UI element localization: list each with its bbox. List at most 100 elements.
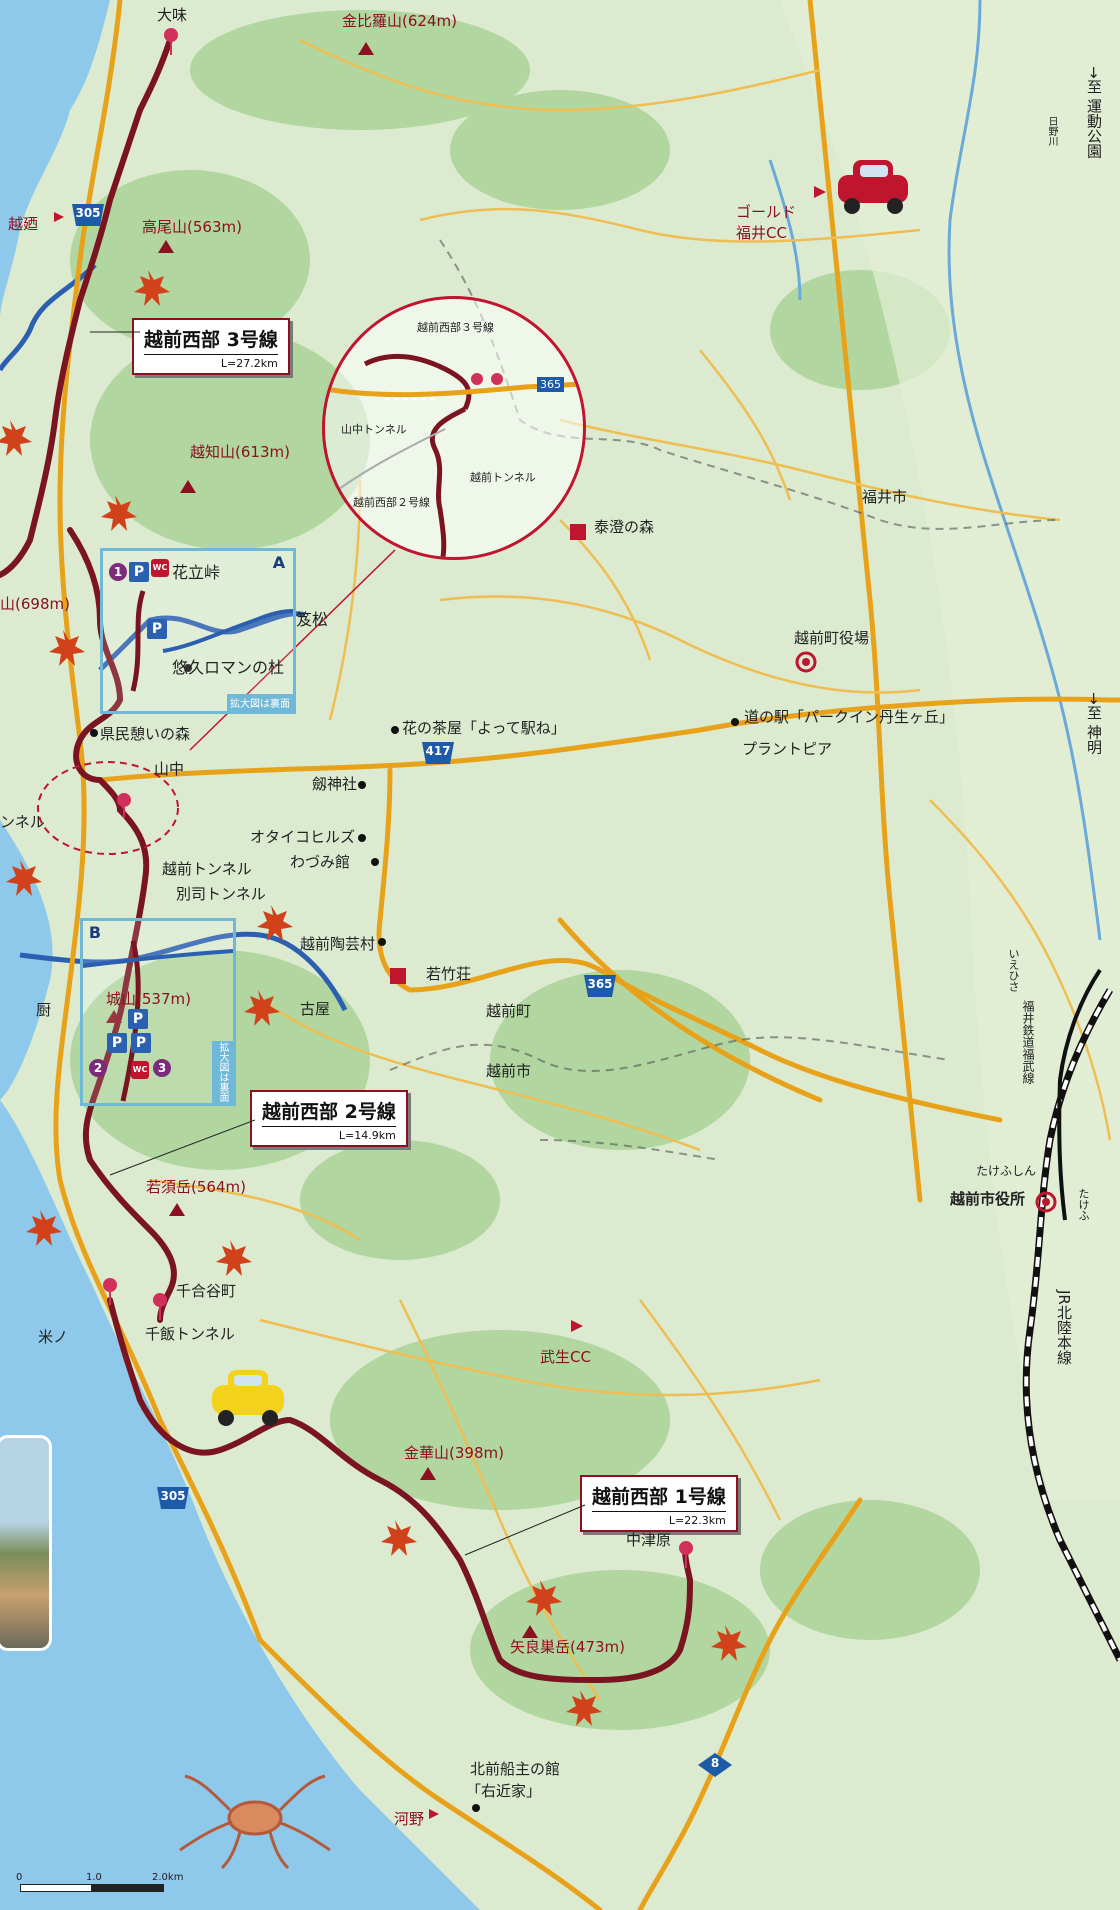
zoom-route-365: 365 bbox=[537, 377, 564, 392]
mountain-label: 越知山(613m) bbox=[190, 443, 290, 461]
place-label: 道の駅「パークイン丹生ヶ丘」 bbox=[744, 708, 955, 726]
scale-label-2: 2.0km bbox=[152, 1872, 184, 1883]
place-label: たけふ bbox=[1077, 1188, 1090, 1221]
inset-b-parking-2: P bbox=[107, 1033, 127, 1053]
place-label: 千飯トンネル bbox=[145, 1325, 235, 1343]
route-number: 365 bbox=[587, 977, 613, 991]
place-label: 福井鉄道福武線 bbox=[1021, 1000, 1035, 1084]
mountain-label: 金比羅山(624m) bbox=[342, 12, 457, 30]
route-365-shield: 365 bbox=[582, 973, 618, 999]
place-label: 北前船主の館 bbox=[470, 1760, 561, 1778]
route-8-shield: 8 bbox=[697, 1752, 733, 1778]
route-number: 417 bbox=[425, 744, 451, 758]
inset-a-roads bbox=[130, 590, 293, 692]
route-markers-pins bbox=[103, 28, 693, 1568]
place-label: 越前町 bbox=[486, 1002, 532, 1020]
mountain-label: 高尾山(563m) bbox=[142, 218, 242, 236]
route-305-shield-north: 305 bbox=[70, 202, 106, 228]
route-305-shield-south: 305 bbox=[155, 1485, 191, 1511]
place-label: 厨 bbox=[36, 1001, 52, 1019]
red-car-icon bbox=[838, 160, 908, 214]
yellow-car-icon bbox=[212, 1370, 284, 1426]
place-label: →至 神明 bbox=[1085, 692, 1103, 755]
place-label: 日野川 bbox=[1046, 116, 1057, 146]
route-2-length: L=14.9km bbox=[338, 1129, 396, 1142]
place-label: 福井市 bbox=[862, 488, 908, 506]
place-label: 武生CC bbox=[540, 1348, 591, 1366]
route-3-callout: 越前西部 3号線 L=27.2km bbox=[132, 318, 290, 375]
scale-label-1: 1.0 bbox=[86, 1872, 102, 1883]
place-label: ンネル bbox=[0, 813, 45, 831]
place-label: 米ノ bbox=[38, 1328, 69, 1346]
hot-spring-icon bbox=[390, 524, 586, 984]
zoom-label-yamanaka-tunnel: 山中トンネル bbox=[341, 423, 407, 436]
scale-segment-2 bbox=[92, 1884, 164, 1892]
inset-b-wc: WC bbox=[131, 1061, 149, 1079]
inset-b-note: 拡大図は裏面 bbox=[212, 1041, 233, 1103]
place-label: 若竹荘 bbox=[426, 965, 472, 983]
route-number: 305 bbox=[160, 1489, 186, 1503]
inset-b-parking-1: P bbox=[128, 1009, 148, 1029]
route-2-callout: 越前西部 2号線 L=14.9km bbox=[250, 1090, 408, 1147]
zoom-label-route3: 越前西部３号線 bbox=[417, 321, 494, 334]
place-label: 古屋 bbox=[300, 1000, 331, 1018]
route-number: 8 bbox=[710, 1756, 720, 1770]
place-label: JR北陸本線 bbox=[1055, 1290, 1073, 1365]
place-label: 「右近家」 bbox=[466, 1782, 542, 1800]
place-label: 別司トンネル bbox=[176, 885, 266, 903]
inset-a: A 1 P WC P 拡大図は裏面 bbox=[100, 548, 296, 714]
inset-b: B P P P 2 WC 3 拡大図は裏面 bbox=[80, 918, 236, 1106]
place-label: 越前市 bbox=[486, 1062, 532, 1080]
place-label: 千合谷町 bbox=[176, 1282, 237, 1300]
inset-a-parking-1: P bbox=[129, 562, 149, 582]
place-label: 泰澄の森 bbox=[594, 518, 655, 536]
place-label: 花立峠 bbox=[172, 563, 221, 582]
place-label: わづみ館 bbox=[290, 853, 351, 871]
sea-south bbox=[0, 1100, 480, 1910]
place-label: 越前陶芸村 bbox=[300, 935, 376, 953]
place-label: たけふしん bbox=[976, 1164, 1037, 1178]
inset-b-tag: B bbox=[88, 923, 102, 942]
place-label: 笈松 bbox=[296, 610, 329, 629]
zoom-label-route2: 越前西部２号線 bbox=[353, 496, 430, 509]
mountain-label: 城山(537m) bbox=[106, 990, 191, 1008]
zoom-circle-yamanaka: 越前西部３号線 山中トンネル 越前トンネル 越前西部２号線 365 bbox=[322, 296, 586, 560]
place-label: 花の茶屋「よって駅ね」 bbox=[402, 719, 566, 737]
inset-a-wc: WC bbox=[151, 559, 169, 577]
place-label: 中津原 bbox=[626, 1531, 672, 1549]
place-label: 越前町役場 bbox=[794, 629, 870, 647]
golf-flag-icon bbox=[54, 186, 826, 1827]
inset-b-parking-3: P bbox=[131, 1033, 151, 1053]
mountain-label: 金華山(398m) bbox=[404, 1444, 504, 1462]
inset-b-number-3: 3 bbox=[153, 1059, 171, 1077]
plain-east bbox=[780, 0, 1120, 1500]
mountain-label: 山(698m) bbox=[0, 595, 70, 613]
scale-segment-1 bbox=[20, 1884, 92, 1892]
poi-dots bbox=[90, 664, 739, 1812]
scale-label-0: 0 bbox=[16, 1872, 23, 1883]
place-label: 河野 bbox=[394, 1810, 425, 1828]
inset-a-number-1: 1 bbox=[109, 563, 127, 581]
landscape-photo bbox=[0, 1435, 52, 1651]
main-roads bbox=[53, 0, 1120, 1910]
mountain-markers bbox=[106, 42, 538, 1638]
inset-a-note: 拡大図は裏面 bbox=[227, 694, 293, 711]
place-label: 越前トンネル bbox=[162, 860, 252, 878]
route-1-name: 越前西部 1号線 bbox=[592, 1482, 726, 1512]
minor-roads bbox=[149, 38, 1112, 1701]
route-1-callout: 越前西部 1号線 L=22.3km bbox=[580, 1475, 738, 1532]
place-label: →至 運動公園 bbox=[1085, 66, 1103, 159]
sea-north bbox=[0, 0, 110, 320]
place-label: 越前市役所 bbox=[950, 1190, 1026, 1208]
place-label: 劔神社 bbox=[312, 775, 358, 793]
inset-a-tag: A bbox=[272, 553, 286, 572]
route-3-name: 越前西部 3号線 bbox=[144, 325, 278, 355]
route-3-length: L=27.2km bbox=[220, 357, 278, 370]
route-2-name: 越前西部 2号線 bbox=[262, 1097, 396, 1127]
route-number: 305 bbox=[75, 206, 101, 220]
place-label: オタイコヒルズ bbox=[250, 828, 356, 846]
inset-b-number-2: 2 bbox=[89, 1059, 107, 1077]
place-label: 県民憩いの森 bbox=[100, 725, 191, 743]
